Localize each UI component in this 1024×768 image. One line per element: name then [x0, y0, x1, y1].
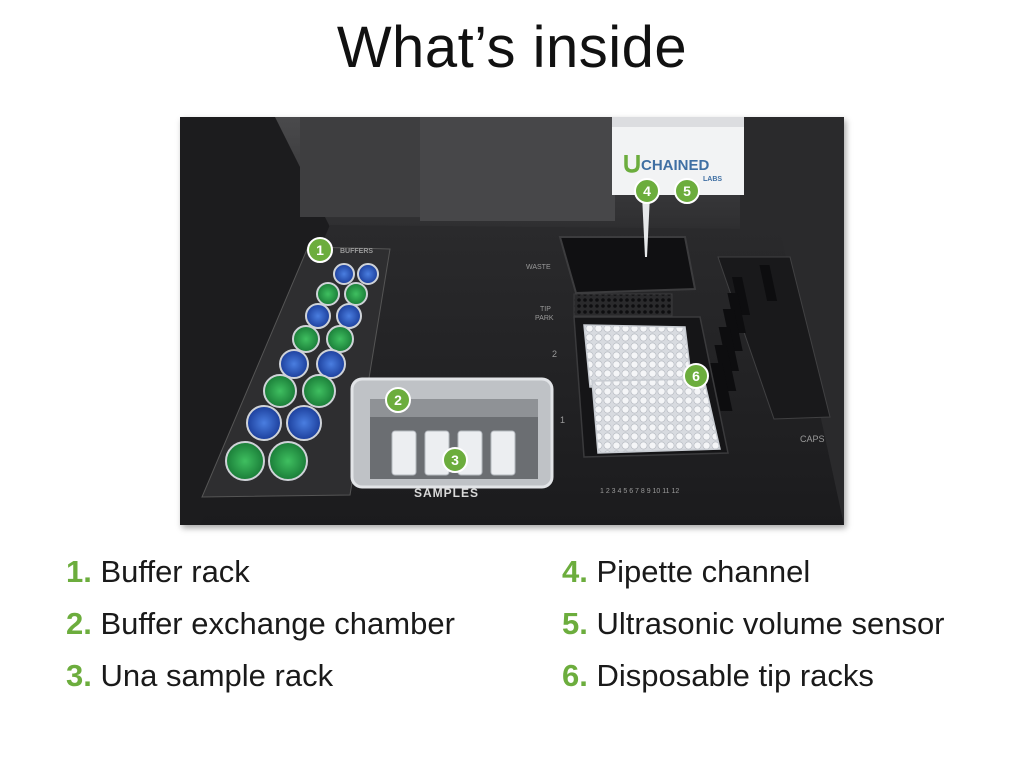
badge-2: 2 [385, 387, 411, 413]
logo-sub: LABS [703, 176, 722, 183]
caps-label: CAPS [800, 434, 825, 444]
buffer-cup [333, 263, 355, 285]
buffer-cup [225, 441, 265, 481]
badge-5: 5 [674, 178, 700, 204]
back-panel-right [420, 117, 615, 221]
caps-rack [710, 256, 831, 420]
legend-number: 5. [562, 606, 588, 641]
buffer-cup [326, 325, 354, 353]
samples-label: SAMPLES [414, 486, 479, 500]
logo-mark-icon [624, 155, 640, 173]
buffer-cup [263, 374, 297, 408]
legend-item: 3. Una sample rack [66, 650, 455, 702]
slide-title: What’s inside [336, 15, 688, 80]
row-1-label: 1 [560, 415, 565, 425]
legend-text: Disposable tip racks [596, 658, 874, 693]
svg-text:1: 1 [316, 242, 324, 258]
logo-word: CHAINED [641, 157, 710, 174]
legend-item: 4. Pipette channel [562, 546, 945, 598]
buffer-cup [302, 374, 336, 408]
buffer-cup [316, 282, 340, 306]
tip-park-label-top: TIP [540, 306, 551, 313]
disposable-tip-racks [583, 324, 721, 454]
badge-6: 6 [683, 363, 709, 389]
legend-right: 4. Pipette channel 5. Ultrasonic volume … [562, 546, 945, 702]
legend-item: 5. Ultrasonic volume sensor [562, 598, 945, 650]
buffer-cup [246, 405, 282, 441]
legend-text: Una sample rack [100, 658, 334, 693]
buffer-cups [225, 263, 379, 481]
unchained-labs-logo: CHAINED LABS [624, 155, 722, 183]
row-2-label: 2 [552, 349, 557, 359]
legend-text: Buffer rack [100, 554, 250, 589]
buffer-cup [286, 405, 322, 441]
badge-3: 3 [442, 447, 468, 473]
tip-park-label-bottom: PARK [535, 315, 554, 322]
buffer-cup [344, 282, 368, 306]
legend-number: 1. [66, 554, 92, 589]
una-sample-rack [391, 430, 516, 476]
buffer-cup [336, 303, 362, 329]
legend-left: 1. Buffer rack 2. Buffer exchange chambe… [66, 546, 455, 702]
buffer-cup [305, 303, 331, 329]
legend-number: 6. [562, 658, 588, 693]
column-numbers: 1 2 3 4 5 6 7 8 9 10 11 12 [600, 488, 679, 495]
svg-text:5: 5 [683, 183, 691, 199]
buffer-cup [268, 441, 308, 481]
svg-text:4: 4 [643, 183, 651, 199]
waste-label: WASTE [526, 264, 551, 271]
buffer-cup [316, 349, 346, 379]
legend-number: 2. [66, 606, 92, 641]
svg-text:6: 6 [692, 368, 700, 384]
legend-text: Buffer exchange chamber [100, 606, 455, 641]
buffer-cup [292, 325, 320, 353]
legend-text: Pipette channel [596, 554, 811, 589]
buffers-label: BUFFERS [340, 248, 373, 255]
svg-text:2: 2 [394, 392, 402, 408]
instrument-photo: BUFFERS SAMPLES WASTE TIP PARK 2 1 [180, 117, 844, 525]
legend-item: 6. Disposable tip racks [562, 650, 945, 702]
badge-4: 4 [634, 178, 660, 204]
tip-park [573, 293, 673, 317]
badge-1: 1 [307, 237, 333, 263]
legend-number: 4. [562, 554, 588, 589]
legend-item: 2. Buffer exchange chamber [66, 598, 455, 650]
legend-number: 3. [66, 658, 92, 693]
svg-text:3: 3 [451, 452, 459, 468]
buffer-cup [357, 263, 379, 285]
waste-bin [558, 236, 697, 295]
legend-item: 1. Buffer rack [66, 546, 455, 598]
buffer-cup [279, 349, 309, 379]
legend-text: Ultrasonic volume sensor [596, 606, 945, 641]
